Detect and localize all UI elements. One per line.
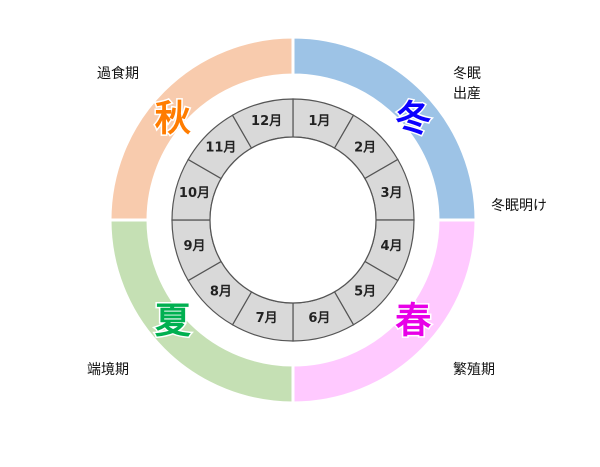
month-label: 5月 [354, 285, 376, 300]
month-label: 4月 [380, 239, 402, 254]
season-label-autumn: 秋 [155, 99, 191, 140]
hibernation-label: 冬眠 [453, 66, 481, 82]
month-label: 7月 [256, 311, 278, 326]
season-label-winter: 冬 [395, 99, 431, 140]
center-hole [209, 136, 377, 304]
month-ring: 1月 2月 3月 4月 5月 6月 7月 8月 9月 10月 11月 12月 [171, 98, 415, 342]
month-label: 3月 [380, 186, 402, 201]
month-label: 12月 [251, 114, 282, 129]
month-label: 11月 [205, 140, 236, 155]
hibernation-birth-note: 冬眠 出産 [453, 64, 481, 104]
season-arc-autumn [108, 35, 295, 222]
month-label: 10月 [179, 186, 210, 201]
hyperphagia-period-label: 過食期 [97, 66, 139, 82]
month-label: 6月 [308, 311, 330, 326]
season-label-spring: 春 [395, 300, 431, 341]
month-label: 1月 [308, 114, 330, 129]
month-label: 2月 [354, 140, 376, 155]
lean-period-label: 端境期 [87, 362, 129, 378]
season-arcs [108, 35, 478, 405]
season-labels: 冬春 夏 秋 [153, 97, 433, 343]
breeding-period-label: 繁殖期 [453, 362, 495, 378]
birth-label: 出産 [453, 86, 481, 102]
hibernation-end-label: 冬眠明け [491, 198, 547, 214]
month-label: 9月 [183, 239, 205, 254]
month-label: 8月 [210, 285, 232, 300]
season-label-summer: 夏 [155, 300, 192, 341]
